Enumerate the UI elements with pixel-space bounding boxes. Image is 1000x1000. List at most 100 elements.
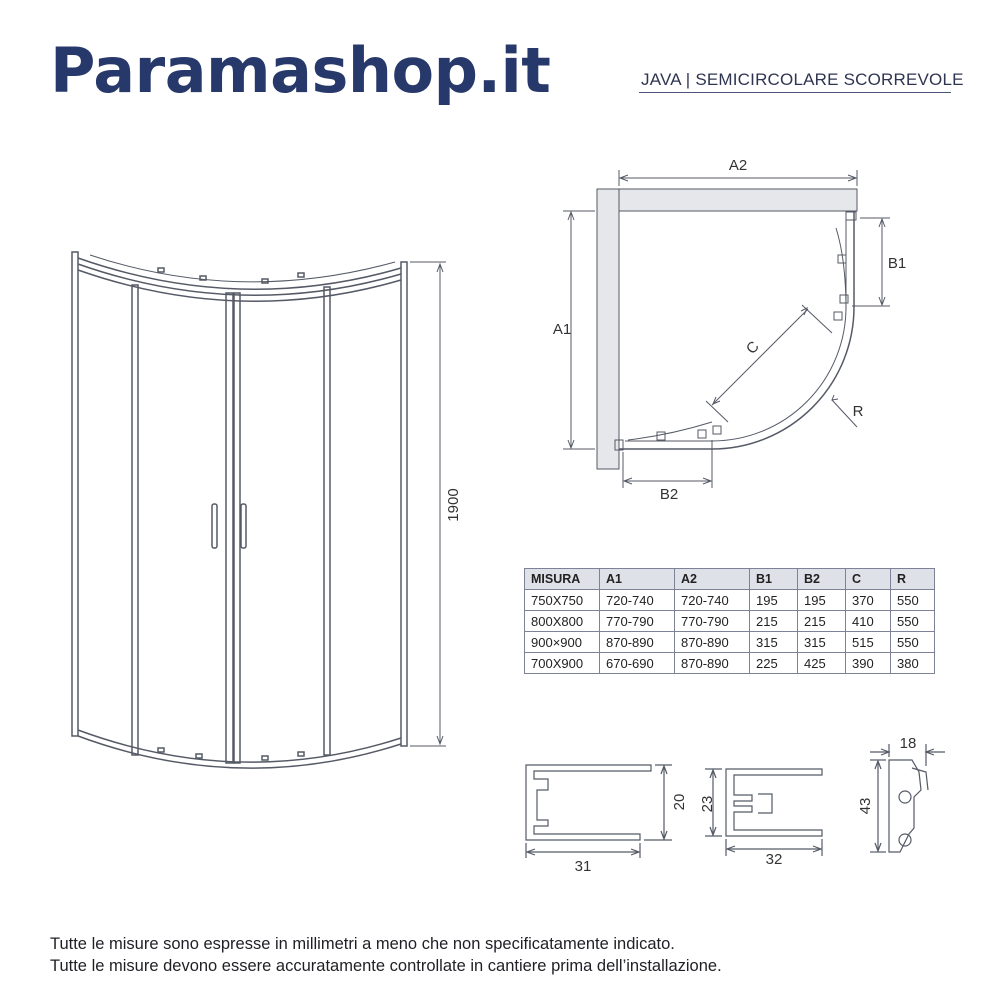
door-roller — [837, 254, 847, 264]
door-roller — [656, 431, 666, 441]
roller — [157, 747, 165, 753]
handle-right — [240, 503, 247, 549]
table-cell: 515 — [845, 631, 891, 653]
note-line-2: Tutte le misure devono essere accuratame… — [50, 957, 722, 975]
door-meeting-left — [225, 292, 234, 764]
back-wall — [596, 188, 858, 212]
profile-3-lip — [911, 767, 929, 791]
table-cell: 315 — [749, 631, 798, 653]
fixed-panel-left-edge — [131, 284, 139, 756]
roller — [297, 751, 305, 757]
table-cell: 195 — [749, 589, 798, 611]
c-label: C — [743, 338, 763, 358]
table-row: 900×900 870-890 870-890 315 315 515 550 — [524, 631, 935, 653]
a1-label: A1 — [553, 321, 571, 338]
handle-left — [211, 503, 218, 549]
a2-label: A2 — [729, 157, 747, 174]
profile-2-insert — [758, 793, 773, 814]
profile-3 — [870, 744, 945, 853]
table-cell: 550 — [890, 631, 935, 653]
profile-2-width-label: 32 — [766, 851, 783, 868]
profile-2 — [705, 768, 823, 856]
bottom-rail-inner — [77, 735, 402, 769]
door-meeting-right — [233, 292, 241, 764]
door-roller — [697, 429, 707, 439]
table-cell: 870-890 — [674, 652, 750, 674]
roller — [297, 272, 305, 278]
table-cell: 550 — [890, 610, 935, 632]
table-cell: 215 — [749, 610, 798, 632]
roller — [157, 267, 165, 273]
table-cell: 720-740 — [599, 589, 675, 611]
table-cell: 750X750 — [524, 589, 600, 611]
profile-3-outline — [888, 759, 922, 853]
left-wall-profile — [71, 251, 79, 737]
table-cell: 195 — [797, 589, 846, 611]
table-cell: 770-790 — [599, 610, 675, 632]
fixed-panel-right-edge — [323, 286, 331, 756]
table-cell: 425 — [797, 652, 846, 674]
sliding-panel-b1 — [835, 227, 847, 311]
door-roller — [833, 311, 843, 321]
plan-view — [596, 188, 858, 470]
table-cell: 700X900 — [524, 652, 600, 674]
height-label: 1900 — [445, 488, 462, 521]
table-cell: 410 — [845, 610, 891, 632]
profile-3-gasket — [898, 790, 912, 804]
table-cell: 800X800 — [524, 610, 600, 632]
profile-1-width-label: 31 — [575, 858, 592, 875]
tray-outline — [619, 211, 855, 450]
profile-1-height-label: 20 — [671, 794, 688, 811]
plan-dimensions — [563, 170, 890, 488]
b1-label: B1 — [888, 255, 906, 272]
size-table: MISURA A1 A2 B1 B2 C R 750X750 720-740 7… — [524, 568, 935, 674]
roller — [199, 275, 207, 281]
front-view — [71, 251, 408, 769]
sliding-panel-b2 — [627, 421, 713, 441]
side-wall — [596, 188, 620, 470]
table-cell: 670-690 — [599, 652, 675, 674]
table-cell: 380 — [890, 652, 935, 674]
profile-3-gasket — [898, 833, 912, 847]
table-cell: 390 — [845, 652, 891, 674]
table-cell: 870-890 — [599, 631, 675, 653]
table-cell: 315 — [797, 631, 846, 653]
table-cell: 720-740 — [674, 589, 750, 611]
table-cell: 770-790 — [674, 610, 750, 632]
table-cell: 550 — [890, 589, 935, 611]
wall-fixing — [614, 439, 624, 451]
table-row: 750X750 720-740 720-740 195 195 370 550 — [524, 589, 935, 611]
wall-fixing — [845, 211, 857, 221]
b2-label: B2 — [660, 486, 678, 503]
table-header-row: MISURA A1 A2 B1 B2 C R — [524, 568, 935, 590]
top-rail-back — [89, 254, 396, 283]
roller — [195, 753, 203, 759]
tray-inner — [625, 218, 847, 442]
table-row: 800X800 770-790 770-790 215 215 410 550 — [524, 610, 935, 632]
height-dimension — [410, 261, 446, 747]
right-wall-profile — [400, 261, 408, 747]
door-roller — [712, 425, 722, 435]
table-header: C — [845, 568, 891, 590]
brand-logo: Paramashop.it — [50, 34, 551, 107]
product-title: JAVA | SEMICIRCOLARE SCORREVOLE — [641, 70, 964, 89]
table-header: B2 — [797, 568, 846, 590]
table-header: A1 — [599, 568, 675, 590]
profile-1-outline — [525, 764, 652, 841]
table-header: A2 — [674, 568, 750, 590]
product-title-rule — [639, 92, 951, 93]
table-header: MISURA — [524, 568, 600, 590]
profile-1 — [525, 764, 672, 858]
table-header: R — [890, 568, 935, 590]
table-header: B1 — [749, 568, 798, 590]
table-cell: 900×900 — [524, 631, 600, 653]
table-cell: 215 — [797, 610, 846, 632]
profile-3-width-label: 18 — [900, 735, 917, 752]
profile-3-height-label: 43 — [857, 798, 874, 815]
profile-2-height-label: 23 — [699, 796, 716, 813]
profile-2-outline — [725, 768, 823, 837]
table-row: 700X900 670-690 870-890 225 425 390 380 — [524, 652, 935, 674]
footer-notes: Tutte le misure sono espresse in millime… — [50, 933, 722, 977]
door-roller — [839, 294, 849, 304]
